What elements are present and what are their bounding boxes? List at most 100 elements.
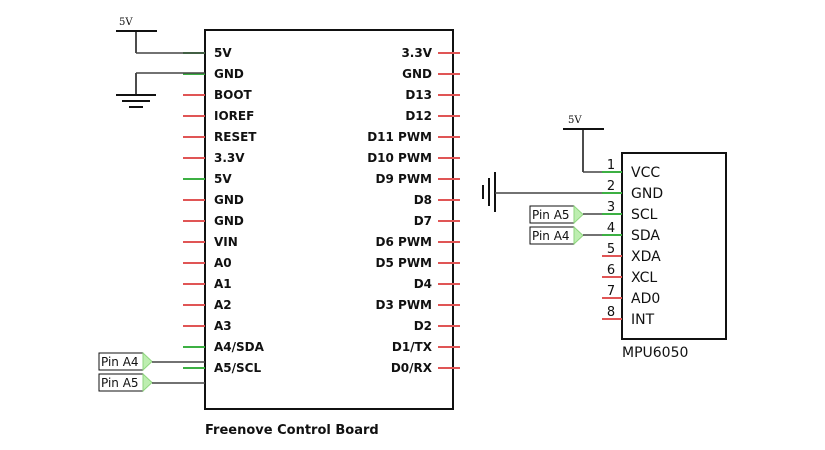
board-right-pin-label: D3 PWM — [376, 298, 432, 312]
mpu-pin-label: SDA — [631, 228, 660, 244]
board-left-pin: 5V — [183, 172, 232, 186]
net-label-mpu-a4: Pin A4 — [529, 225, 584, 246]
board-left-pin: IOREF — [183, 109, 254, 123]
board-left-pin-label: VIN — [214, 235, 238, 249]
power-5v-board: 5V — [116, 17, 157, 53]
net-label-board-a5-text: Pin A5 — [101, 376, 139, 390]
board-left-pin-label: A5/SCL — [214, 361, 261, 375]
mpu-pin-number: 3 — [607, 200, 615, 215]
board-left-pin-label: 5V — [214, 172, 232, 186]
net-label-mpu-a4-text: Pin A4 — [532, 229, 570, 243]
board-body — [204, 29, 454, 410]
board-left-pin: GND — [183, 193, 244, 207]
board-right-pin-label: D7 — [414, 214, 432, 228]
board-left-pin-label: GND — [214, 214, 244, 228]
board-left-pin-label: GND — [214, 67, 244, 81]
mpu-pin-label: XDA — [631, 249, 661, 265]
board-right-pin: D2 — [414, 319, 460, 333]
net-label-board-a4-text: Pin A4 — [101, 355, 139, 369]
board-right-pin: D5 PWM — [376, 256, 460, 270]
board-left-pin-label: A2 — [214, 298, 232, 312]
board-right-pin-label: D6 PWM — [376, 235, 432, 249]
board-right-pin-label: D8 — [414, 193, 432, 207]
mpu-pin-number: 6 — [607, 263, 615, 278]
board-left-pin-label: 3.3V — [214, 151, 245, 165]
mpu-pin-number: 8 — [607, 305, 615, 320]
mpu-pin: 3 SCL — [602, 200, 658, 223]
board-right-pin-label: D4 — [414, 277, 432, 291]
ground-symbol-board — [116, 73, 156, 108]
mpu-pin-number: 1 — [607, 158, 615, 173]
board-right-pin: GND — [402, 67, 460, 81]
mpu-pin: 6 XCL — [602, 263, 657, 286]
board-left-pin: 3.3V — [183, 151, 245, 165]
board-right-pin-label: D10 PWM — [367, 151, 432, 165]
board-left-pin: GND — [183, 67, 244, 81]
board-right-pin: D12 — [405, 109, 460, 123]
board-left-pin: A5/SCL — [183, 361, 261, 375]
mpu-pin-number: 7 — [607, 284, 615, 299]
mpu-pin: 7 AD0 — [602, 284, 660, 307]
board-right-pin: D8 — [414, 193, 460, 207]
board-left-pin: A0 — [183, 256, 232, 270]
net-label-board-a5: Pin A5 — [98, 372, 153, 393]
board-right-pin: D1/TX — [392, 340, 460, 354]
mpu-caption: MPU6050 — [622, 345, 688, 361]
board-right-pin-label: GND — [402, 67, 432, 81]
mpu-pin-number: 4 — [607, 221, 615, 236]
net-label-board-a4: Pin A4 — [98, 351, 153, 372]
mpu-pin: 8 INT — [602, 305, 655, 328]
board-right-pin: D4 — [414, 277, 460, 291]
board-right-pin-label: D5 PWM — [376, 256, 432, 270]
mpu-pin: 4 SDA — [602, 221, 660, 244]
board-left-pin-label: RESET — [214, 130, 257, 144]
board-right-pin-label: D0/RX — [391, 361, 433, 375]
power-5v-mpu: 5V — [563, 115, 604, 172]
mpu-pin-label: SCL — [631, 207, 658, 223]
mpu-pin-number: 2 — [607, 179, 615, 194]
board-right-pin: 3.3V — [401, 46, 460, 60]
board-left-pin: A2 — [183, 298, 232, 312]
board-right-pin-label: D1/TX — [392, 340, 433, 354]
board-left-pin: BOOT — [183, 88, 253, 102]
board-right-pin-label: D12 — [405, 109, 432, 123]
net-label-mpu-a5: Pin A5 — [529, 204, 584, 225]
board-right-pin: D6 PWM — [376, 235, 460, 249]
board-left-pin: RESET — [183, 130, 257, 144]
board-left-pin: VIN — [183, 235, 238, 249]
mpu-pin: 5 XDA — [602, 242, 661, 265]
board-right-pin: D9 PWM — [376, 172, 460, 186]
mpu-body — [621, 152, 727, 340]
board-right-pin-label: D13 — [405, 88, 432, 102]
board-right-pin: D10 PWM — [367, 151, 460, 165]
mpu-pin-number: 5 — [607, 242, 615, 257]
net-label-mpu-a5-text: Pin A5 — [532, 208, 570, 222]
board-left-pin-label: GND — [214, 193, 244, 207]
mpu-pin-label: VCC — [631, 165, 660, 181]
power-5v-board-label: 5V — [119, 17, 133, 28]
board-right-pin-label: 3.3V — [401, 46, 432, 60]
board-left-pin-label: A4/SDA — [214, 340, 265, 354]
board-caption: Freenove Control Board — [205, 423, 379, 438]
board-right-pin: D3 PWM — [376, 298, 460, 312]
board-left-pins: 5VGNDBOOTIOREFRESET3.3V5VGNDGNDVINA0A1A2… — [183, 46, 265, 375]
board-right-pin: D13 — [405, 88, 460, 102]
board-left-pin-label: A3 — [214, 319, 232, 333]
board-left-pin: A1 — [183, 277, 232, 291]
board-right-pin-label: D2 — [414, 319, 432, 333]
mpu-pin-label: INT — [631, 312, 655, 328]
mpu-pin: 1 VCC — [602, 158, 660, 181]
board-right-pin-label: D9 PWM — [376, 172, 432, 186]
board-left-pin-label: A1 — [214, 277, 232, 291]
board-right-pin-label: D11 PWM — [367, 130, 432, 144]
mpu-pin-label: AD0 — [631, 291, 660, 307]
mpu-pin-label: XCL — [631, 270, 657, 286]
ground-symbol-mpu — [482, 172, 496, 212]
board-right-pin: D11 PWM — [367, 130, 460, 144]
board-left-pin: GND — [183, 214, 244, 228]
board-left-pin: A3 — [183, 319, 232, 333]
